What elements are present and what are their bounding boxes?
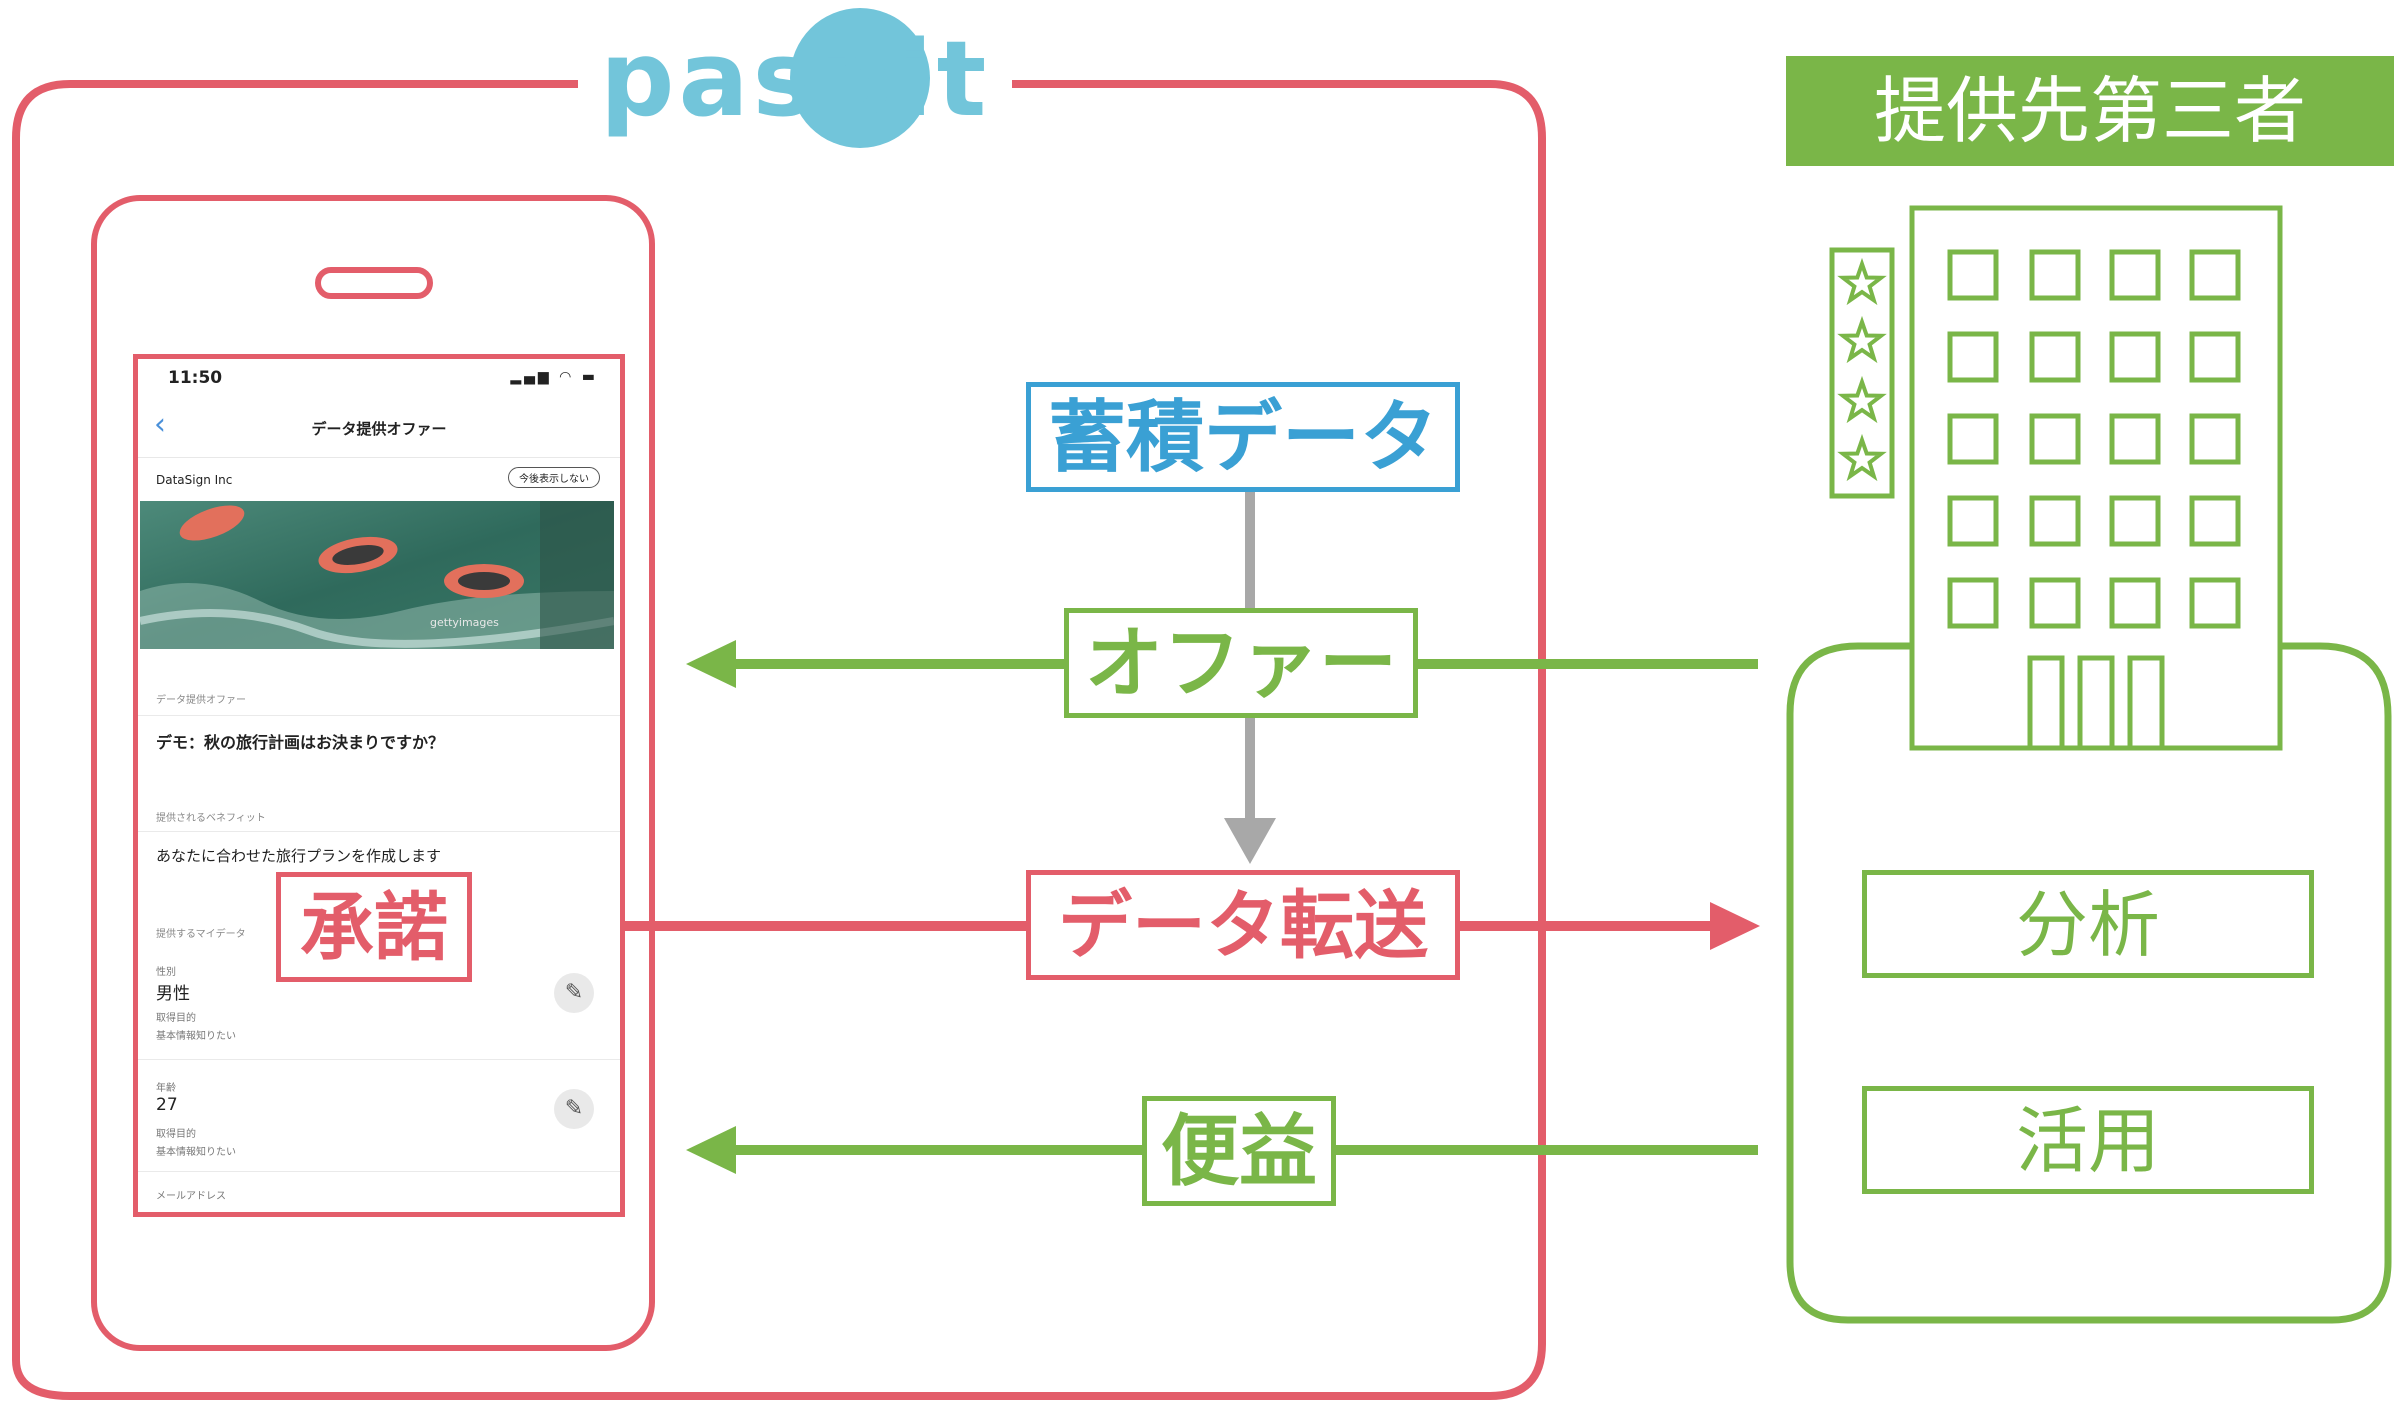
- field-value-gender: 男性: [156, 984, 190, 1004]
- star-icon: [1837, 375, 1887, 424]
- field-label-age: 年齢: [156, 1083, 176, 1094]
- building-window: [2189, 331, 2241, 383]
- analysis-box: 分析: [1862, 870, 2314, 978]
- nav-bar: ‹ データ提供オファー: [138, 397, 620, 458]
- third-party-header-text: 提供先第三者: [1873, 69, 2306, 153]
- building-window: [2109, 577, 2161, 629]
- phone-speaker: [315, 267, 433, 299]
- building-window: [1947, 495, 1999, 547]
- benefit-label: 便益: [1142, 1096, 1336, 1206]
- divider: [138, 1171, 620, 1172]
- star-icon: [1837, 433, 1887, 482]
- rafting-photo: gettyimages: [140, 501, 614, 649]
- benefit-text: あなたに合わせた旅行プランを作成します: [156, 847, 442, 865]
- photo-watermark: gettyimages: [430, 616, 499, 629]
- star-icon: [1837, 257, 1887, 482]
- logo-circle: [790, 8, 930, 148]
- paspit-logo: paspit: [600, 14, 1000, 154]
- building-window: [2109, 331, 2161, 383]
- building-window: [1947, 577, 1999, 629]
- status-bar: 11:50 ▂▄▆ ◠ ▬: [138, 359, 620, 397]
- transfer-arrowhead: [1710, 902, 1760, 950]
- star-icon: [1837, 257, 1887, 306]
- building-window: [2109, 413, 2161, 465]
- building-window: [2029, 577, 2081, 629]
- offer-section-label: データ提供オファー: [156, 695, 246, 706]
- star-icon: [1837, 315, 1887, 364]
- offer-title: デモ：秋の旅行計画はお決まりですか？: [156, 733, 445, 752]
- building-window: [2029, 495, 2081, 547]
- field-purpose-label: 取得目的: [156, 1013, 196, 1024]
- benefit-arrowhead: [686, 1126, 736, 1174]
- phone-screen: 11:50 ▂▄▆ ◠ ▬ ‹ データ提供オファー DataSign Inc 今…: [133, 354, 625, 1217]
- building-window: [2109, 249, 2161, 301]
- status-time: 11:50: [168, 368, 223, 388]
- offer-label: オファー: [1064, 608, 1418, 718]
- building-window: [2189, 495, 2241, 547]
- building-icon: [1909, 205, 2283, 751]
- battery-icon: ▬: [581, 369, 598, 385]
- benefit-section-label: 提供されるベネフィット: [156, 813, 266, 824]
- divider: [138, 831, 620, 832]
- building-window: [2029, 413, 2081, 465]
- hide-future-button[interactable]: 今後表示しない: [508, 467, 600, 488]
- building-window: [2029, 249, 2081, 301]
- consent-label: 承諾: [276, 872, 472, 982]
- building-window: [1947, 249, 1999, 301]
- stored-data-label: 蓄積データ: [1026, 382, 1460, 492]
- field-purpose: 基本情報知りたい: [156, 1147, 236, 1158]
- nav-title: データ提供オファー: [311, 420, 447, 438]
- building-window: [2189, 249, 2241, 301]
- building-window: [2189, 413, 2241, 465]
- mydata-section-label: 提供するマイデータ: [156, 929, 246, 940]
- offer-arrowhead: [686, 640, 736, 688]
- divider: [138, 715, 620, 716]
- data-transfer-label: データ転送: [1026, 870, 1460, 980]
- pencil-icon[interactable]: ✎: [554, 973, 594, 1013]
- divider: [138, 1059, 620, 1060]
- building-window: [1947, 331, 1999, 383]
- building-window: [2109, 495, 2161, 547]
- building-window: [2189, 577, 2241, 629]
- chevron-left-icon[interactable]: ‹: [154, 407, 166, 442]
- wifi-icon: ◠: [559, 369, 575, 385]
- status-icons: ▂▄▆ ◠ ▬: [510, 369, 598, 385]
- third-party-header: [1786, 56, 2394, 166]
- field-label-email: メールアドレス: [156, 1191, 226, 1202]
- building-window: [1947, 413, 1999, 465]
- building-window: [2029, 331, 2081, 383]
- field-purpose-label: 取得目的: [156, 1129, 196, 1140]
- signal-icon: ▂▄▆: [510, 369, 552, 385]
- stored-data-arrowhead: [1224, 818, 1276, 864]
- field-purpose: 基本情報知りたい: [156, 1031, 236, 1042]
- star-sign: [1829, 247, 1895, 499]
- paspit-frame: [12, 80, 1546, 1400]
- field-value-age: 27: [156, 1095, 178, 1115]
- pencil-icon[interactable]: ✎: [554, 1089, 594, 1129]
- logo-text: paspit: [600, 18, 991, 140]
- third-party-frame: [1786, 642, 2392, 1324]
- company-name: DataSign Inc: [156, 473, 233, 487]
- utilization-box: 活用: [1862, 1086, 2314, 1194]
- field-label-gender: 性別: [156, 967, 176, 978]
